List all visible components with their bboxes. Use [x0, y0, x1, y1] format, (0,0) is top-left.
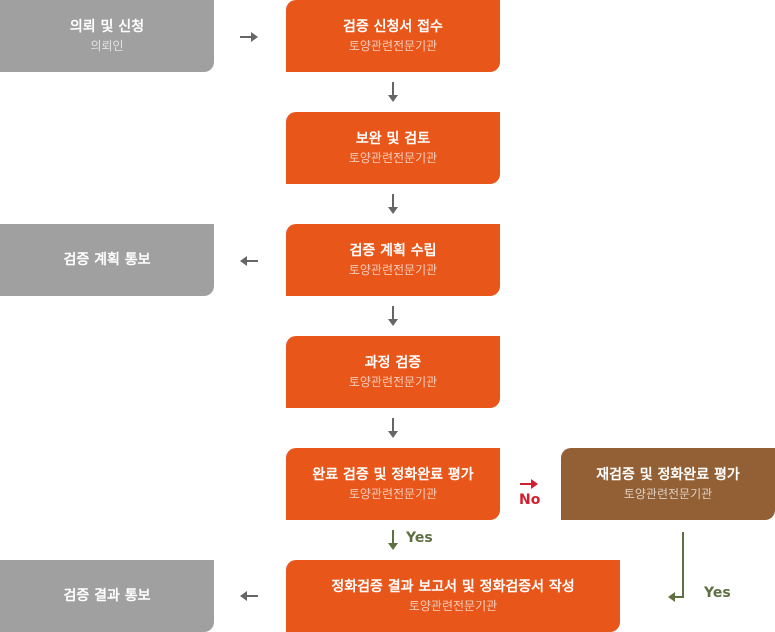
step-sub: 토양관련전문기관 — [348, 39, 438, 53]
step-title: 검증 계획 수립 — [349, 243, 437, 259]
step-sub: 의뢰인 — [90, 39, 124, 53]
step-title: 완료 검증 및 정화완료 평가 — [312, 467, 474, 483]
arrow-left-icon — [240, 256, 258, 266]
arrow-left-icon — [240, 591, 258, 601]
arrow-right-icon — [240, 32, 258, 42]
step-plan-notice: 검증 계획 통보 — [0, 224, 214, 296]
step-sub: 토양관련전문기관 — [348, 263, 438, 277]
arrow-return-icon — [668, 592, 684, 602]
step-sub: 토양관련전문기관 — [348, 487, 438, 501]
step-title: 재검증 및 정화완료 평가 — [596, 467, 740, 483]
step-sub: 토양관련전문기관 — [348, 375, 438, 389]
step-title: 보완 및 검토 — [355, 131, 431, 147]
arrow-down-icon — [388, 418, 398, 438]
arrow-down-yes-icon — [388, 530, 398, 550]
arrow-down-icon — [388, 306, 398, 326]
step-title: 검증 신청서 접수 — [343, 19, 443, 35]
step-title: 정화검증 결과 보고서 및 정화검증서 작성 — [331, 579, 575, 595]
step-sub: 토양관련전문기관 — [623, 487, 713, 501]
step-title: 과정 검증 — [364, 355, 422, 371]
arrow-down-icon — [388, 82, 398, 102]
no-label: No — [519, 492, 541, 508]
step-title: 검증 계획 통보 — [63, 252, 151, 268]
step-sub: 토양관련전문기관 — [348, 151, 438, 165]
step-title: 의뢰 및 신청 — [69, 19, 145, 35]
yes-label: Yes — [406, 530, 433, 546]
return-line — [682, 532, 684, 598]
step-sub: 토양관련전문기관 — [408, 599, 498, 613]
step-title: 검증 결과 통보 — [63, 588, 151, 604]
step-result-notice: 검증 결과 통보 — [0, 560, 214, 632]
arrow-no-icon — [520, 479, 538, 489]
arrow-down-icon — [388, 194, 398, 214]
yes-label-2: Yes — [704, 585, 731, 601]
